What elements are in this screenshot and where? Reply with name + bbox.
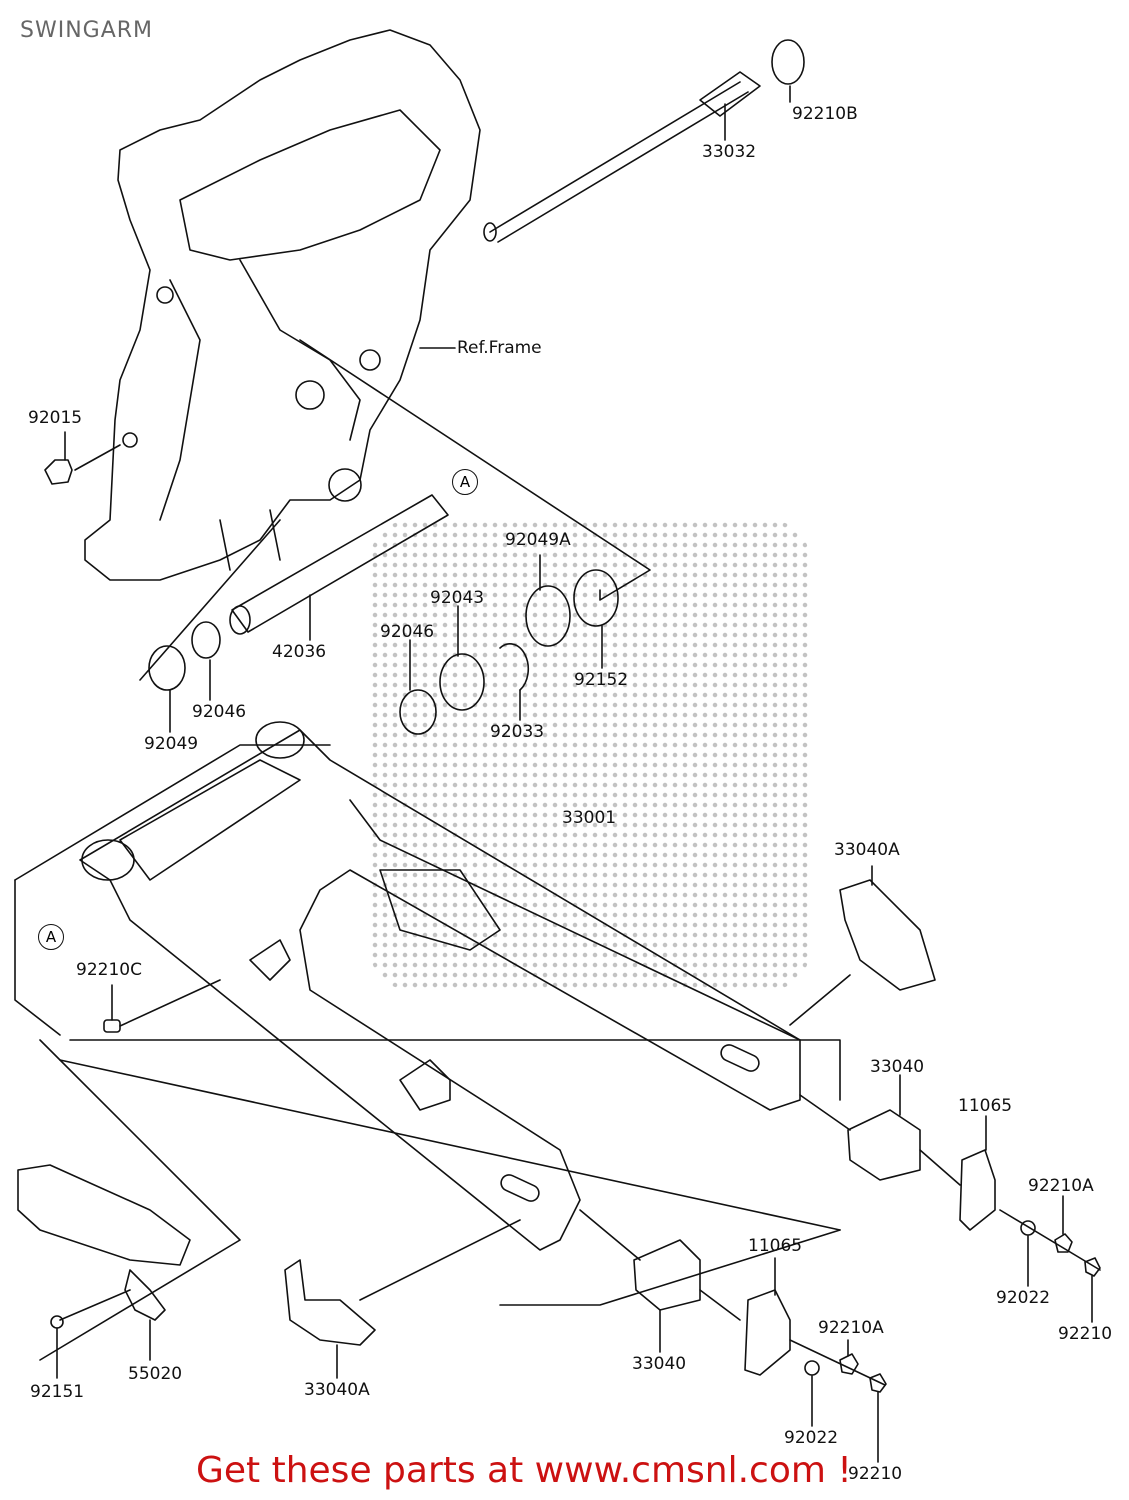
part-label-33040[interactable]: 33040 [870,1057,925,1077]
part-label-33040a[interactable]: 33040A [834,840,900,860]
part-label-92033[interactable]: 92033 [490,722,545,742]
part-label-92043[interactable]: 92043 [430,588,485,608]
part-label-92046[interactable]: 92046 [192,702,247,722]
part-label-33040a-b[interactable]: 33040A [304,1380,370,1400]
part-label-92015[interactable]: 92015 [28,408,83,428]
part-label-92210[interactable]: 92210 [1058,1324,1113,1344]
footer-cmsnl-link[interactable]: Get these parts at www.cmsnl.com ! [196,1450,852,1491]
part-label-92151[interactable]: 92151 [30,1382,85,1402]
part-label-42036[interactable]: 42036 [272,642,327,662]
ref-frame-label: Ref.Frame [457,338,542,358]
part-label-92210a-b[interactable]: 92210A [818,1318,884,1338]
part-label-92210c[interactable]: 92210C [76,960,142,980]
part-label-55020[interactable]: 55020 [128,1364,183,1384]
part-label-33032[interactable]: 33032 [702,142,757,162]
part-label-92046-b[interactable]: 92046 [380,622,435,642]
swingarm-drawing [79,721,801,1251]
part-label-92022[interactable]: 92022 [996,1288,1051,1308]
part-label-92210a[interactable]: 92210A [1028,1176,1094,1196]
part-label-11065[interactable]: 11065 [958,1096,1013,1116]
part-label-33001[interactable]: 33001 [562,808,617,828]
frame-drawing [84,29,481,581]
chain-guide-drawing [17,1164,191,1321]
pivot-shaft-drawing [483,39,805,243]
cms-watermark [370,520,810,990]
part-label-11065-b[interactable]: 11065 [748,1236,803,1256]
part-label-92210b[interactable]: 92210B [792,104,858,124]
assembly-marker-a-left: A [38,924,64,950]
part-label-92049[interactable]: 92049 [144,734,199,754]
part-label-92152[interactable]: 92152 [574,670,629,690]
part-label-92210-b[interactable]: 92210 [848,1464,903,1484]
part-label-92049a[interactable]: 92049A [505,530,571,550]
part-label-33040-b[interactable]: 33040 [632,1354,687,1374]
assembly-marker-a-top: A [452,469,478,495]
page-title: SWINGARM [20,18,154,43]
part-label-92022-b[interactable]: 92022 [784,1428,839,1448]
